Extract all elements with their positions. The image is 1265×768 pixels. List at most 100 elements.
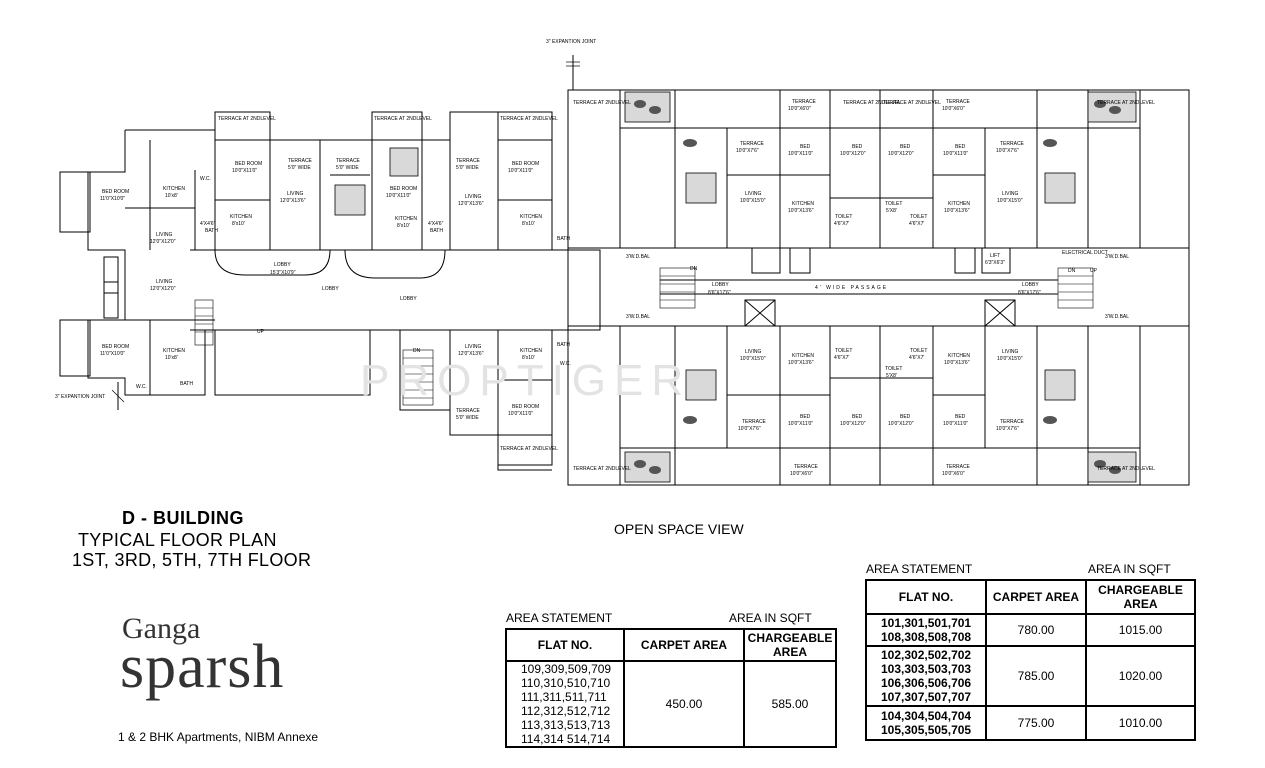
terrace-dim-3: 10'0"X7'6": [736, 148, 759, 154]
living-label-9: LIVING: [156, 279, 173, 285]
lobby-label-right-b: LOBBY: [1022, 282, 1039, 288]
terrace-2nd-level-label: TERRACE AT 2NDLEVEL: [573, 100, 631, 106]
living-dim-4: 10'0"X15'0": [997, 356, 1023, 362]
terrace-dim-1: 10'0"X6'0": [788, 106, 811, 112]
table2-header-flat: FLAT NO.: [865, 579, 987, 615]
brand-name-line1: Ganga: [122, 612, 201, 645]
kitchen-label-7: KITCHEN: [520, 214, 542, 220]
wc-label-1: W.C.: [136, 384, 147, 390]
table-row: 109,309,509,709 110,310,510,710 111,311,…: [505, 660, 837, 748]
lobby-label-left-3: LOBBY: [400, 296, 417, 302]
terrace-wide-3: 5'0" WIDE: [456, 165, 479, 171]
brand-tagline: 1 & 2 BHK Apartments, NIBM Annexe: [118, 730, 319, 744]
toilet-label-2: TOILET: [885, 201, 902, 207]
living-label-1: LIVING: [745, 191, 762, 197]
kitchen-label-6: KITCHEN: [395, 216, 417, 222]
table1-title: AREA STATEMENT: [506, 611, 613, 625]
lobby-label-left-2: LOBBY: [322, 286, 339, 292]
bed-dim-3: 10'0"X12'0": [888, 151, 914, 157]
area-statement-table-1: FLAT NO. CARPET AREA CHARGEABLE AREA 109…: [505, 628, 837, 748]
bed-label-1: BED: [800, 144, 811, 150]
dn-label-3: DN: [413, 348, 421, 354]
kitchen-label-2: KITCHEN: [948, 201, 970, 207]
bed-room-label-3: BED ROOM: [512, 161, 539, 167]
terrace-2nd-level-label-3: TERRACE AT 2NDLEVEL: [843, 100, 901, 106]
kitchen-dim-10: 10'x8': [165, 355, 178, 361]
toilet-label-5: TOILET: [885, 366, 902, 372]
toilet-label-1: TOILET: [835, 214, 852, 220]
wd-bal-label-4: 3'W.D.BAL: [1105, 314, 1129, 320]
terrace-label-7: TERRACE: [794, 464, 819, 470]
floor-plan-drawing: PROPTIGER 3" EXPANTION JOINT 3" EXPANTIO…: [55, 39, 1190, 486]
lobby-label-right-a: LOBBY: [712, 282, 729, 288]
table2-chargeable-row3: 1010.00: [1085, 705, 1196, 741]
table1-header-carpet: CARPET AREA: [623, 628, 745, 662]
table2-carpet-row3: 775.00: [985, 705, 1087, 741]
terrace-dim-4: 10'0"X7'6": [996, 148, 1019, 154]
dn-label-2: DN: [690, 266, 698, 272]
dn-label: DN: [1068, 268, 1076, 274]
toilet-dim-4: 4'6"X7': [834, 355, 849, 361]
bed-label-8: BED: [955, 414, 966, 420]
kitchen-dim-9: 10'x8': [165, 193, 178, 199]
terrace-dim-2: 10'0"X6'0": [942, 106, 965, 112]
table2-title: AREA STATEMENT: [866, 562, 973, 576]
bed-label-5: BED: [800, 414, 811, 420]
terrace-dim-8: 10'0"X6'0": [942, 471, 965, 477]
bed-dim-2: 10'0"X12'0": [840, 151, 866, 157]
bed-label-2: BED: [852, 144, 863, 150]
bed-room-label-1: BED ROOM: [235, 161, 262, 167]
kitchen-dim-2: 10'0"X13'6": [944, 208, 970, 214]
terrace-label-9: TERRACE: [288, 158, 313, 164]
terrace-label-4: TERRACE: [1000, 141, 1025, 147]
toilet-dim-5: 5'X8': [886, 373, 897, 379]
kitchen-label-10: KITCHEN: [163, 348, 185, 354]
kitchen-dim-8: 8'x10': [522, 355, 535, 361]
up-label-2: UP: [257, 329, 265, 335]
bed-room-dim-3: 10'0"X11'0": [508, 168, 533, 174]
living-label-7: LIVING: [465, 344, 482, 350]
table2-header-chargeable: CHARGEABLE AREA: [1085, 579, 1196, 615]
terrace-label-6: TERRACE: [1000, 419, 1025, 425]
table2-carpet-row2: 785.00: [985, 645, 1087, 707]
table2-chargeable-row2: 1020.00: [1085, 645, 1196, 707]
bed-label-3: BED: [900, 144, 911, 150]
bath-label-1: BATH: [205, 228, 218, 234]
electrical-duct-label: ELECTRICAL DUCT: [1062, 250, 1108, 256]
kitchen-dim-3: 10'0"X13'6": [788, 360, 814, 366]
terrace-2nd-level-label-2: TERRACE AT 2NDLEVEL: [1097, 100, 1155, 106]
wd-bal-label-1: 3'W.D.BAL: [626, 254, 650, 260]
toilet-dim-2: 5'X8': [886, 208, 897, 214]
toilet-dim-1: 4'6"X7': [834, 221, 849, 227]
table2-unit: AREA IN SQFT: [1088, 562, 1171, 576]
bed-dim-1: 10'0"X11'0": [788, 151, 813, 157]
living-label-2: LIVING: [1002, 191, 1019, 197]
bed-label-4: BED: [955, 144, 966, 150]
terrace-2nd-level-label-5: TERRACE AT 2NDLEVEL: [218, 116, 276, 122]
living-dim-8: 12'0"X12'0": [150, 239, 176, 245]
living-label-3: LIVING: [745, 349, 762, 355]
terrace-2nd-level-label-6: TERRACE AT 2NDLEVEL: [374, 116, 432, 122]
kitchen-label-8: KITCHEN: [520, 348, 542, 354]
bath-dim-2: 4'X4'6": [428, 221, 444, 227]
living-dim-2: 10'0"X15'0": [997, 198, 1023, 204]
terrace-dim-5: 10'0"X7'6": [738, 426, 761, 432]
bed-room-label-2: BED ROOM: [390, 186, 417, 192]
table2-chargeable-row1: 1015.00: [1085, 613, 1196, 647]
open-space-view-label: OPEN SPACE VIEW: [614, 521, 744, 537]
kitchen-label-9: KITCHEN: [163, 186, 185, 192]
table-row: 102,302,502,702 103,303,503,703 106,306,…: [865, 645, 1196, 707]
expansion-joint-label-left: 3" EXPANTION JOINT: [55, 394, 105, 400]
terrace-2nd-level-label-10: TERRACE AT 2NDLEVEL: [1097, 466, 1155, 472]
wc-label-2: W.C.: [200, 176, 211, 182]
bed-room-dim-1: 10'0"X11'0": [232, 168, 257, 174]
lift-dim: 6'3"X6'3": [985, 260, 1005, 266]
bed-dim-5: 10'0"X11'0": [788, 421, 813, 427]
terrace-label-10: TERRACE: [336, 158, 361, 164]
bed-room-label-5: BED ROOM: [102, 189, 129, 195]
terrace-wide-2: 5'0" WIDE: [336, 165, 359, 171]
table2-flats-row1: 101,301,501,701 108,308,508,708: [865, 613, 987, 647]
bath-label-3: BATH: [557, 236, 570, 242]
living-dim-6: 12'0"X13'6": [458, 201, 484, 207]
terrace-2nd-level-label-8: TERRACE AT 2NDLEVEL: [500, 446, 558, 452]
